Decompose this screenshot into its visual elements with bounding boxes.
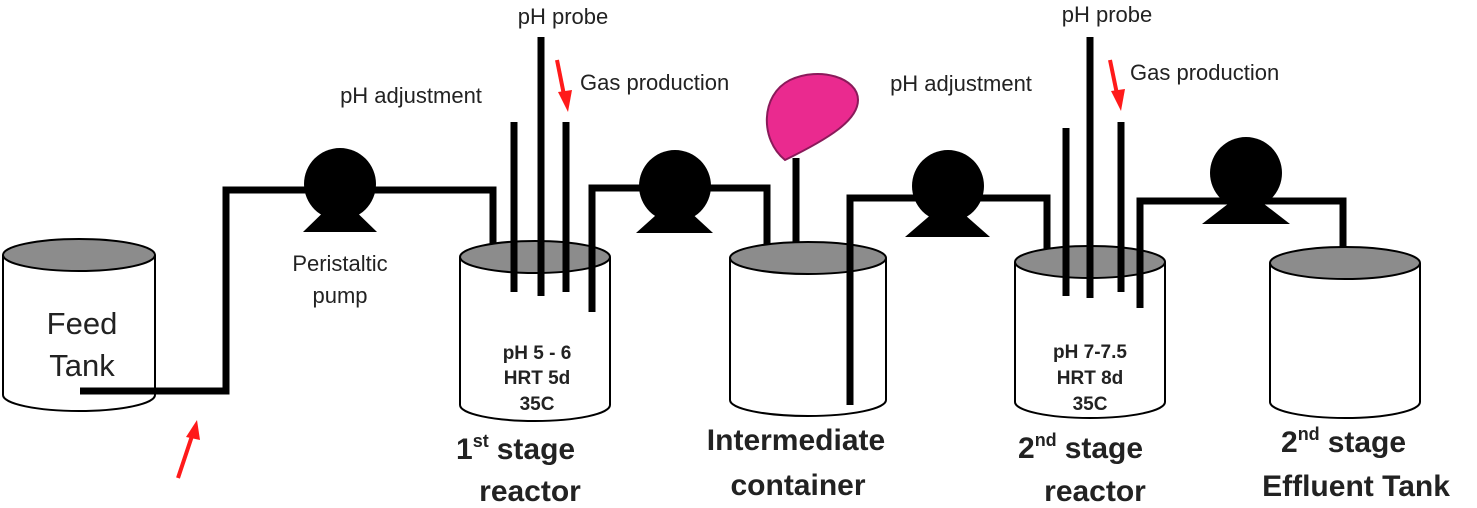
reactor1-hrt-value: HRT 5d [504,368,571,389]
reactor2-ph-value: pH 7-7.5 [1053,342,1127,363]
gas-production-arrow-1-icon [555,59,572,112]
feed-arrow-icon [176,420,200,479]
reactor2-temp-value: 35C [1073,394,1108,415]
reactor2-hrt-value: HRT 8d [1057,368,1124,389]
intermediate-container [729,241,887,417]
first-stage-reactor [459,240,611,422]
intermediate-caption-line1: Intermediate [707,424,885,457]
second-stage-caption-line2: reactor [1044,475,1146,508]
feed-tank-label-line2: Tank [49,348,115,383]
ph-probe-label-1: pH probe [518,4,609,29]
reactor1-ph-value: pH 5 - 6 [503,343,572,364]
peristaltic-pump-label-line2: pump [312,283,367,308]
first-stage-caption-line2: reactor [479,475,581,508]
feed-pipe [80,186,497,395]
ph-adjustment-label-2: pH adjustment [890,71,1032,96]
reactor1-temp-value: 35C [520,394,555,415]
gas-balloon-icon [765,72,860,162]
gas-production-label-1: Gas production [580,70,729,95]
intermediate-caption-line2: container [730,469,865,502]
gas-production-label-2: Gas production [1130,60,1279,85]
ph-probe-label-2: pH probe [1062,2,1153,27]
peristaltic-pump-1-icon [303,148,377,232]
effluent-caption-line2: Effluent Tank [1262,470,1450,503]
ph-adjustment-label-1: pH adjustment [340,83,482,108]
effluent-tank [1269,246,1421,419]
feed-tank-label-line1: Feed [47,306,118,341]
second-stage-reactor [1014,245,1166,419]
peristaltic-pump-label-line1: Peristaltic [292,251,387,276]
peristaltic-pump-4-icon [1202,137,1290,224]
feed-tank: Feed Tank [1,238,156,412]
peristaltic-pump-2-icon [636,150,713,233]
peristaltic-pump-3-icon [905,150,990,237]
gas-production-arrow-2-icon [1108,59,1125,111]
